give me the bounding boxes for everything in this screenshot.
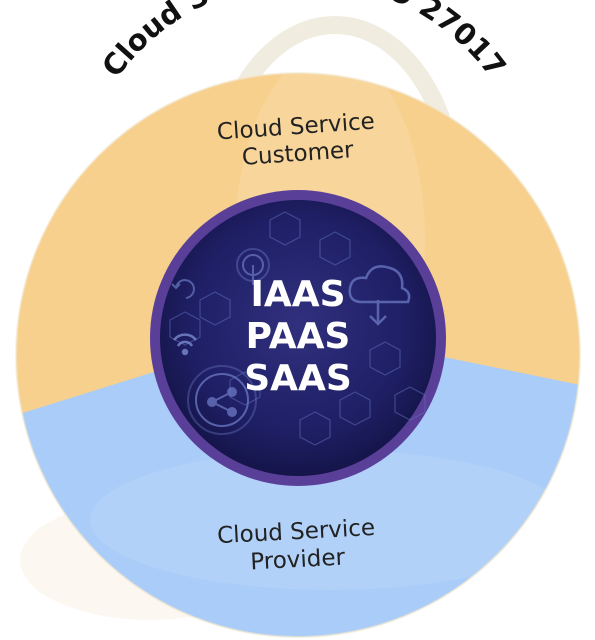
core-item-saas: SAAS — [244, 358, 352, 399]
cloud-download-icon — [348, 265, 411, 326]
hexagon-pattern-icon — [169, 211, 426, 446]
refresh-icon — [171, 279, 195, 299]
provider-label-line2: Provider — [250, 544, 346, 575]
core-item-iaas: IAAS — [250, 274, 345, 315]
touch-icon — [236, 248, 270, 285]
core-item-paas: PAAS — [246, 316, 351, 357]
diagram-title: Cloud Security - ISO 27017 — [95, 0, 513, 83]
swirl-shade-2 — [90, 450, 570, 590]
core-circle: IAAS PAAS SAAS — [150, 190, 446, 486]
share-icon — [187, 365, 257, 435]
wifi-icon — [173, 333, 197, 356]
